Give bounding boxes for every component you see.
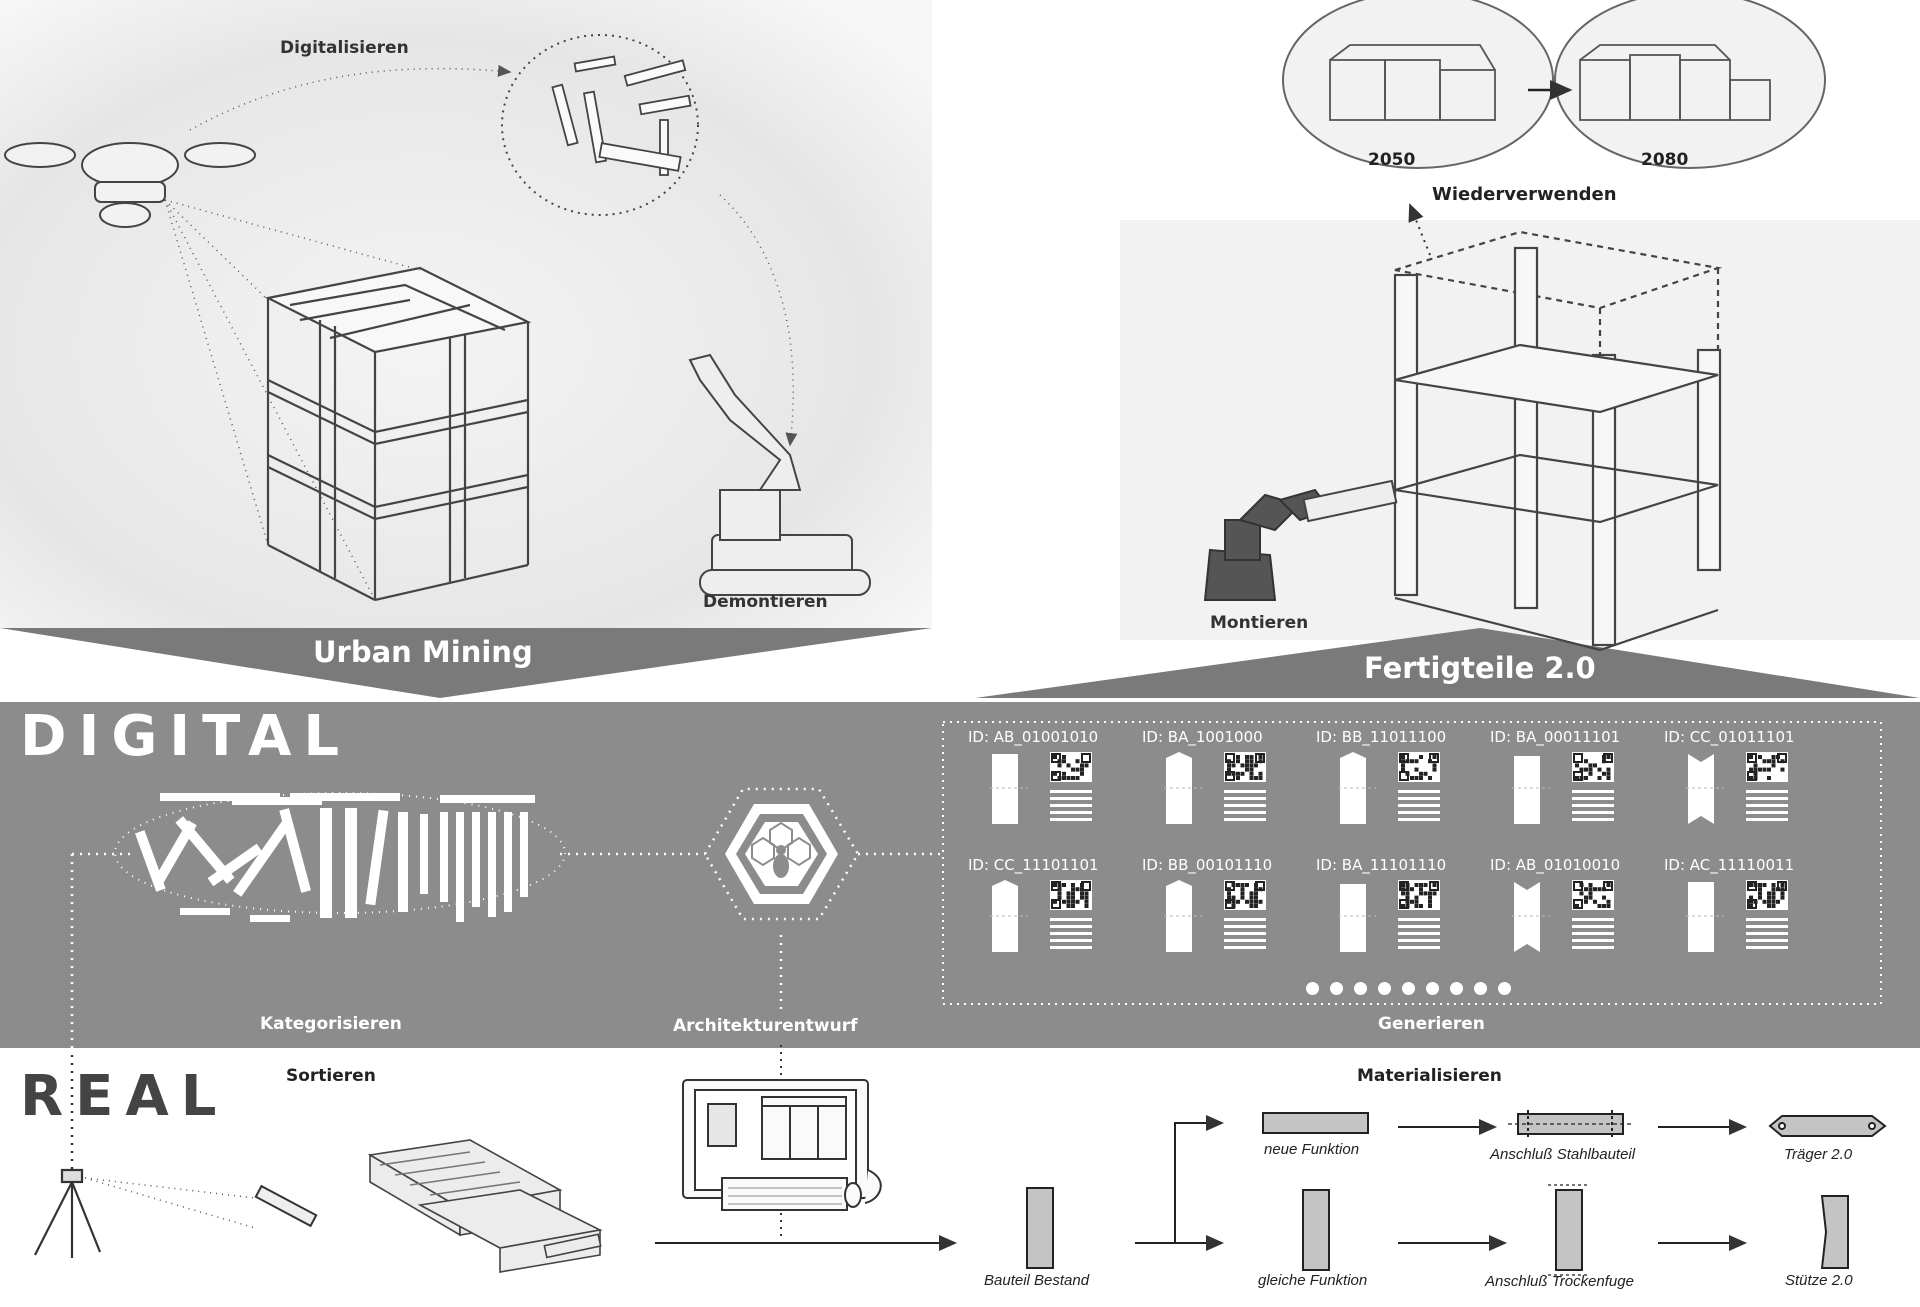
drone-icon — [4, 142, 256, 228]
robot-arm-icon — [1203, 488, 1332, 601]
section-title-real: REAL — [20, 1064, 229, 1129]
pagination-dot — [1426, 982, 1439, 995]
component-silhouette — [1688, 882, 1714, 952]
component-card — [1338, 752, 1440, 824]
categorized-elements — [114, 792, 566, 922]
label-sortieren: Sortieren — [286, 1066, 376, 1086]
label-traeger-2-0: Träger 2.0 — [1784, 1146, 1853, 1163]
component-silhouette — [1514, 756, 1540, 824]
existing-component-shape — [1026, 1187, 1054, 1269]
component-id-label: ID: BA_1001000 — [1142, 728, 1263, 746]
fertigteile-banner — [975, 628, 1920, 698]
label-demontieren: Demontieren — [703, 592, 828, 612]
component-silhouette — [1514, 882, 1540, 952]
bubble-2080 — [1554, 0, 1826, 169]
exploded-view-bubble — [501, 34, 699, 216]
pagination-dot — [1402, 982, 1415, 995]
banner-urban-mining: Urban Mining — [313, 635, 533, 669]
component-silhouette — [992, 754, 1018, 824]
qr-code-icon — [1746, 880, 1788, 910]
label-bauteil-bestand: Bauteil Bestand — [984, 1272, 1090, 1289]
component-id-label: ID: AC_11110011 — [1664, 856, 1795, 874]
exploded-view-elements — [551, 55, 692, 176]
label-anschluss-stahlbauteil: Anschluß Stahlbauteil — [1490, 1146, 1636, 1163]
building-frame-right — [1393, 230, 1723, 652]
same-function-shape — [1302, 1189, 1330, 1271]
component-card — [1338, 880, 1440, 952]
urban-mining-banner — [0, 628, 932, 698]
frame-2050-icon — [1329, 44, 1496, 121]
label-generieren: Generieren — [1378, 1014, 1485, 1034]
component-id-label: ID: AB_01001010 — [968, 728, 1099, 746]
label-year-2050: 2050 — [1368, 150, 1416, 170]
qr-code-icon — [1746, 752, 1788, 782]
label-wiederverwenden: Wiederverwenden — [1432, 184, 1617, 205]
component-silhouette — [1340, 884, 1366, 952]
component-id-label: ID: BB_11011100 — [1316, 728, 1447, 746]
carried-component — [1302, 479, 1398, 523]
laser-scanner-icon — [34, 1168, 102, 1258]
scanned-beam — [254, 1184, 318, 1228]
component-silhouette — [1688, 754, 1714, 824]
component-card — [1512, 880, 1614, 952]
component-card — [990, 752, 1092, 824]
component-id-label: ID: BB_00101110 — [1142, 856, 1273, 874]
qr-code-icon — [1572, 752, 1614, 782]
bubble-2050 — [1282, 0, 1554, 169]
label-digitalisieren: Digitalisieren — [280, 38, 409, 58]
label-gleiche-funktion: gleiche Funktion — [1258, 1272, 1368, 1289]
component-id-label: ID: CC_11101101 — [968, 856, 1099, 874]
qr-code-icon — [1224, 880, 1266, 910]
label-stuetze-2-0: Stütze 2.0 — [1785, 1272, 1853, 1289]
component-card — [1512, 752, 1614, 824]
building-frame-left — [264, 266, 532, 602]
component-card — [990, 880, 1092, 952]
pagination-dot — [1378, 982, 1391, 995]
label-architekturentwurf: Architekturentwurf — [673, 1016, 858, 1036]
pagination-dot — [1330, 982, 1343, 995]
column-2-0-shape — [1820, 1195, 1849, 1269]
qr-code-icon — [1398, 880, 1440, 910]
component-id-label: ID: BA_11101110 — [1316, 856, 1447, 874]
pagination-dot — [1306, 982, 1319, 995]
pagination-dot — [1474, 982, 1487, 995]
pagination-dot — [1498, 982, 1511, 995]
label-neue-funktion: neue Funktion — [1264, 1141, 1360, 1158]
label-montieren: Montieren — [1210, 613, 1309, 633]
sorted-stack — [367, 1139, 603, 1273]
component-id-label: ID: BA_00011101 — [1490, 728, 1621, 746]
qr-code-icon — [1572, 880, 1614, 910]
steel-joint-shape — [1508, 1110, 1633, 1140]
excavator-icon — [688, 353, 871, 596]
label-anschluss-trockenfuge: Anschluß Trockenfuge — [1485, 1273, 1634, 1290]
dry-joint-shape — [1548, 1184, 1590, 1276]
component-id-label: ID: CC_01011101 — [1664, 728, 1795, 746]
section-title-digital: DIGITAL — [20, 704, 351, 769]
component-grid-frame — [942, 721, 1882, 1005]
reuse-arrow — [1408, 203, 1431, 256]
materialize-flowchart — [655, 1115, 1747, 1251]
qr-code-icon — [1050, 752, 1092, 782]
banner-fertigteile: Fertigteile 2.0 — [1364, 651, 1596, 685]
beam-2-0-shape — [1768, 1115, 1887, 1137]
component-card — [1686, 880, 1788, 952]
label-materialisieren: Materialisieren — [1357, 1066, 1502, 1086]
component-card — [1164, 880, 1266, 952]
frame-2080-icon — [1579, 44, 1771, 121]
computer-icon — [682, 1079, 882, 1211]
pagination-dot — [1450, 982, 1463, 995]
qr-code-icon — [1224, 752, 1266, 782]
component-card — [1686, 752, 1788, 824]
pagination-dot — [1354, 982, 1367, 995]
component-id-label: ID: AB_01010010 — [1490, 856, 1621, 874]
bee-hexagon-icon — [725, 804, 838, 904]
new-function-shape — [1262, 1112, 1369, 1134]
qr-code-icon — [1050, 880, 1092, 910]
qr-code-icon — [1398, 752, 1440, 782]
component-card — [1164, 752, 1266, 824]
label-year-2080: 2080 — [1641, 150, 1689, 170]
label-kategorisieren: Kategorisieren — [260, 1014, 402, 1034]
